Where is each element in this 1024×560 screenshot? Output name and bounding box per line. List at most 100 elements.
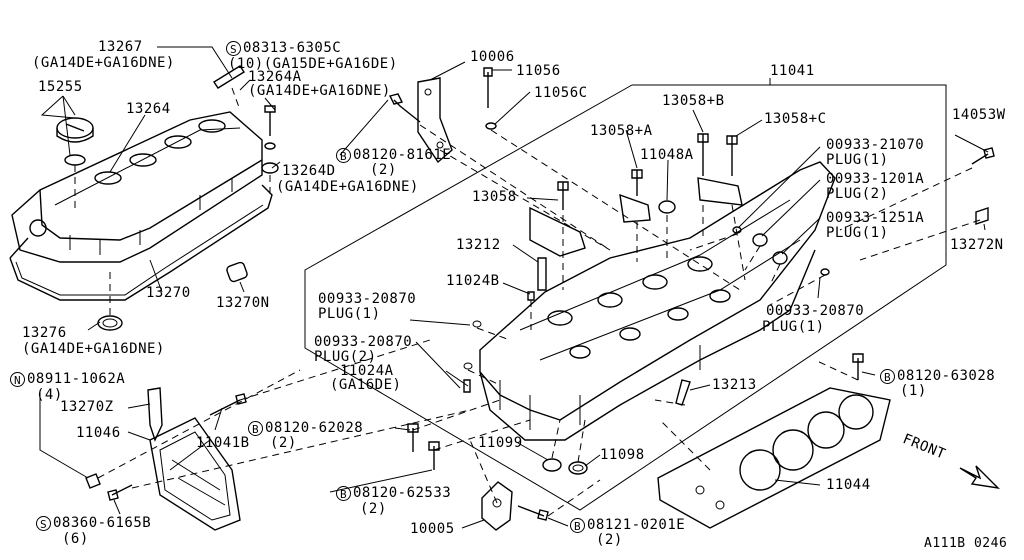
label-13267-note: (GA14DE+GA16DNE) [32,55,175,71]
camshaft-bracket-13058 [529,206,586,257]
label-13276: 13276 [22,325,67,341]
label-13213: 13213 [712,377,757,393]
label-plug-1-a: PLUG(1) [826,152,889,168]
label-13058c: 13058+C [764,111,827,127]
label-11098: 11098 [600,447,645,463]
label-14053w: 14053W [952,107,1006,123]
label-13267: 13267 [98,39,143,55]
seal-11048a [658,200,676,214]
label-15255: 15255 [38,79,83,95]
label-13264a: 13264A [248,69,302,85]
front-arrow-icon [959,465,1001,490]
cylinder-head [479,161,836,441]
label-13058a: 13058+A [590,123,653,139]
label-11048a: 11048A [640,147,694,163]
label-10005: 10005 [410,521,455,537]
label-13272n: 13272N [950,237,1004,253]
label-08121-qty: (2) [596,532,623,548]
plug-1251a [772,251,788,265]
label-13264a-note: (GA14DE+GA16DNE) [248,83,391,99]
label-11056: 11056 [516,63,561,79]
label-13264d: 13264D [282,163,336,179]
pin-13212 [537,257,547,291]
label-plug-2-a: PLUG(2) [826,186,889,202]
b-symbol-icon: B [336,148,351,163]
clip-13272n [975,207,989,225]
label-11024b: 11024B [446,273,500,289]
bracket-10006 [417,77,453,164]
camshaft-bracket-13058b [697,177,743,206]
label-00933-20870-a: 00933-20870 [318,291,417,307]
plug-1201a [752,233,768,247]
grommet-13270n [226,261,248,283]
s-symbol-icon: S [36,516,51,531]
b-symbol-icon: B [336,486,351,501]
sensor-13270z [147,387,163,442]
nut-08911 [85,473,101,489]
label-08120-62533-qty: (2) [360,501,387,517]
s-symbol-icon: S [226,41,241,56]
label-11046: 11046 [76,425,121,441]
label-13264d-note: (GA14DE+GA16DNE) [276,179,419,195]
bracket-10005 [481,481,513,531]
label-13270n: 13270N [216,295,270,311]
label-00933-20870-c: 00933-20870 [314,334,413,350]
label-00933-1201a: 00933-1201A [826,171,925,187]
label-13270z: 13270Z [60,399,114,415]
label-00933-1251a: 00933-1251A [826,210,925,226]
label-08120-63028-qty: (1) [900,383,927,399]
valve-cover-gasket [9,184,273,301]
label-11056c: 11056C [534,85,588,101]
label-plug-1-d: PLUG(1) [762,319,825,335]
label-13270: 13270 [146,285,191,301]
label-plug-2-b: PLUG(2) [314,349,377,365]
label-13058b: 13058+B [662,93,725,109]
label-11099: 11099 [478,435,523,451]
plug-13267 [213,65,245,89]
b-symbol-icon: B [248,421,263,436]
label-08911-qty: (4) [36,387,63,403]
n-symbol-icon: N [10,372,25,387]
label-11024a: 11024A [340,363,394,379]
label-08120-62028-qty: (2) [270,435,297,451]
label-11041: 11041 [770,63,815,79]
label-11044: 11044 [826,477,871,493]
valve-cover [11,111,263,263]
label-08360-qty: (6) [62,531,89,547]
label-13276-note: (GA14DE+GA16DNE) [22,341,165,357]
label-11024a-note: (GA16DE) [330,377,402,393]
b-symbol-icon: B [880,369,895,384]
b-symbol-icon: B [570,518,585,533]
label-11041b: 11041B [196,435,250,451]
label-13212: 13212 [456,237,501,253]
label-00933-21070: 00933-21070 [826,137,925,153]
seal-11099 [542,458,562,472]
label-13058: 13058 [472,189,517,205]
front-plate [149,417,241,531]
seal-11098 [568,461,588,475]
diagram-code: A111B 0246 [924,536,1008,551]
pin-13213 [675,379,691,406]
label-13264: 13264 [126,101,171,117]
label-00933-20870-b: 00933-20870 [766,303,865,319]
label-plug-1-b: PLUG(1) [826,225,889,241]
oil-filler-cap [56,117,94,166]
label-10006: 10006 [470,49,515,65]
label-plug-1-c: PLUG(1) [318,306,381,322]
camshaft-bracket-13058a [619,193,651,223]
cylinder-head-frame [304,84,947,511]
seal-13276 [97,315,123,331]
label-08120-8161e-qty: (2) [370,162,397,178]
head-gasket [657,387,891,529]
label-08313-note: (10)(GA15DE+GA16DE) [228,56,398,72]
